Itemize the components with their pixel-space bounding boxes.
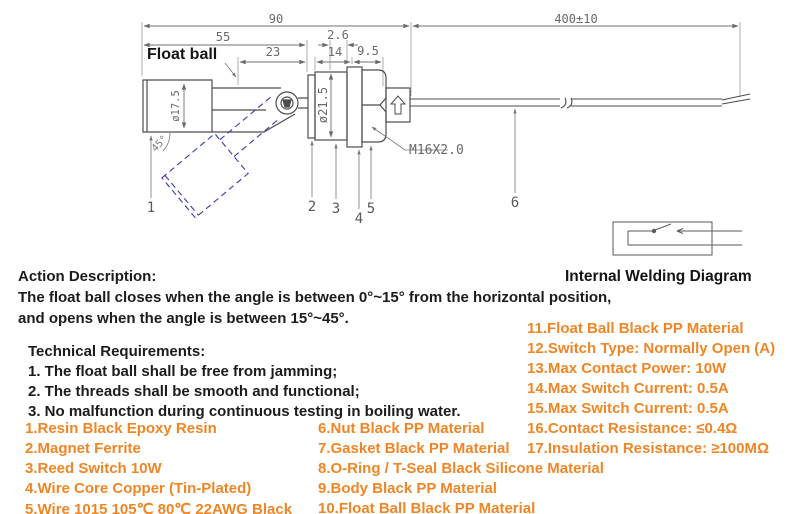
material-item-10: 10.Float Ball Black PP Material xyxy=(318,500,536,514)
material-item-5: 5.Wire 1015 105℃ 80℃ 22AWG Black xyxy=(25,501,293,514)
material-item-1: 1.Resin Black Epoxy Resin xyxy=(25,420,217,437)
material-item-4: 4.Wire Core Copper (Tin-Plated) xyxy=(25,480,252,497)
callout-4: 4 xyxy=(354,211,364,227)
technical-requirements-title: Technical Requirements: xyxy=(28,343,206,360)
dim-23: 23 xyxy=(265,45,281,59)
callout-leaders xyxy=(149,62,517,209)
material-item-13: 13.Max Contact Power: 10W xyxy=(527,360,727,377)
dim-55: 55 xyxy=(215,30,231,44)
material-item-12: 12.Switch Type: Normally Open (A) xyxy=(527,340,776,357)
dim-dia-17-5: ø17.5 xyxy=(170,90,182,122)
material-item-6: 6.Nut Black PP Material xyxy=(318,420,485,437)
callout-6: 6 xyxy=(510,195,520,211)
action-description-line1: The float ball closes when the angle is … xyxy=(18,289,612,306)
material-item-3: 3.Reed Switch 10W xyxy=(25,460,162,477)
material-item-16: 16.Contact Resistance: ≤0.4Ω xyxy=(527,420,738,437)
material-item-15: 15.Max Switch Current: 0.5A xyxy=(527,400,729,417)
callout-5: 5 xyxy=(366,201,376,217)
angle-arc xyxy=(162,132,171,152)
tilted-float-phantom xyxy=(161,96,279,219)
material-item-14: 14.Max Switch Current: 0.5A xyxy=(527,380,729,397)
material-item-8: 8.O-Ring / T-Seal Black Silicone Materia… xyxy=(318,460,604,477)
callout-1: 1 xyxy=(146,200,156,216)
extension-lines xyxy=(141,22,741,97)
callout-2: 2 xyxy=(307,199,317,215)
dimension-lines xyxy=(143,23,739,138)
dim-400: 400±10 xyxy=(554,12,598,26)
dim-dia-21-5: ø21.5 xyxy=(316,86,330,124)
technical-requirement-2: 2. The threads shall be smooth and funct… xyxy=(28,383,360,400)
float-switch-drawing xyxy=(141,22,751,256)
dim-90: 90 xyxy=(268,12,284,26)
action-description-line2: and opens when the angle is between 15°~… xyxy=(18,310,349,327)
technical-requirement-1: 1. The float ball shall be free from jam… xyxy=(28,363,338,380)
cable xyxy=(410,93,751,109)
material-item-2: 2.Magnet Ferrite xyxy=(25,440,141,457)
action-description-title: Action Description: xyxy=(18,268,157,285)
welding-diagram-title: Internal Welding Diagram xyxy=(565,268,752,285)
technical-requirement-3: 3. No malfunction during continuous test… xyxy=(28,403,461,420)
material-item-11: 11.Float Ball Black PP Material xyxy=(527,320,744,337)
material-item-7: 7.Gasket Black PP Material xyxy=(318,440,510,457)
dim-14: 14 xyxy=(327,45,343,59)
welding-diagram xyxy=(612,221,742,256)
dim-9-5: 9.5 xyxy=(357,44,379,58)
callout-3: 3 xyxy=(331,201,341,217)
material-item-9: 9.Body Black PP Material xyxy=(318,480,497,497)
material-item-17: 17.Insulation Resistance: ≥100MΩ xyxy=(527,440,770,457)
float-ball-label: Float ball xyxy=(147,46,218,63)
dim-2-6: 2.6 xyxy=(327,28,349,42)
float-switch-body xyxy=(142,66,411,148)
thread-spec-label: M16X2.0 xyxy=(409,143,464,158)
